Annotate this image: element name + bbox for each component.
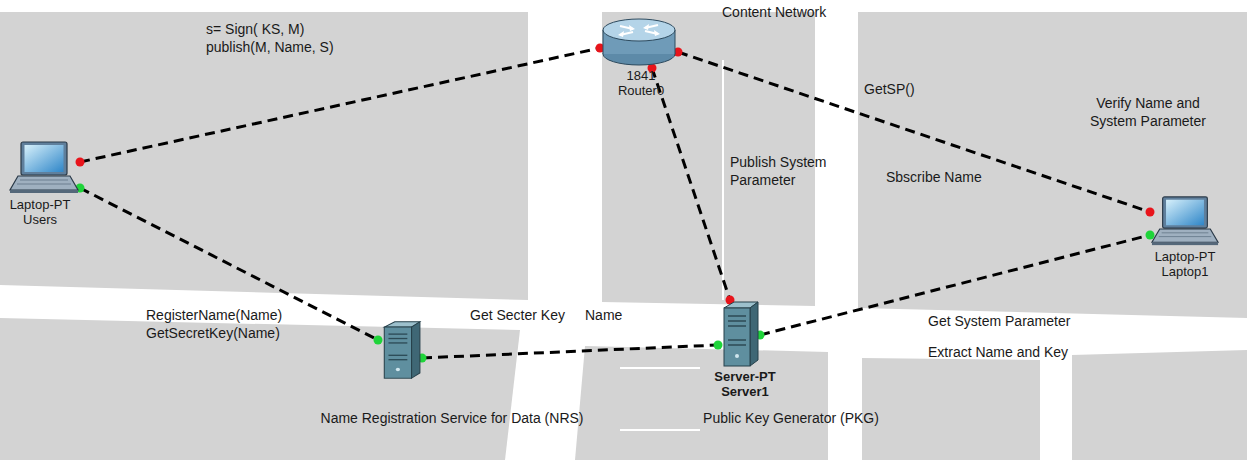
- device-label: Server-PT Server1: [706, 370, 784, 400]
- message-label: Publish System Parameter: [730, 153, 840, 189]
- city-blocks: [0, 12, 1247, 460]
- dashed-link: [80, 48, 600, 162]
- laptop-icon: [8, 140, 80, 195]
- device-label: 1841 Router0: [613, 69, 669, 99]
- dashed-link: [652, 68, 730, 300]
- router-icon: [600, 16, 678, 68]
- annotation-text: Sbscribe Name: [886, 168, 982, 186]
- dashed-link: [678, 52, 1150, 212]
- message-label: RegisterName(Name) GetSecretKey(Name): [146, 306, 296, 342]
- link-port-dot: [1146, 231, 1155, 240]
- dashed-link: [422, 345, 718, 358]
- laptop-icon: [1150, 195, 1220, 247]
- annotation-text: Content Network: [722, 3, 826, 21]
- link-port-dot: [714, 341, 723, 350]
- link-port-dot: [374, 336, 383, 345]
- device-label: Name Registration Service for Data (NRS): [321, 410, 584, 426]
- dashed-link: [760, 235, 1150, 335]
- device-label: Public Key Generator (PKG): [703, 410, 879, 426]
- router-device: 1841 Router0: [600, 16, 678, 68]
- server-device: Name Registration Service for Data (NRS): [378, 320, 422, 380]
- link-port-dot: [1146, 208, 1155, 217]
- message-label: Get System Parameter: [928, 312, 1070, 330]
- laptop-device: Laptop-PT Laptop1: [1150, 195, 1220, 247]
- device-label: Laptop-PT Laptop1: [1147, 250, 1223, 280]
- message-label: s= Sign( KS, M) publish(M, Name, S): [206, 20, 356, 56]
- annotation-text: Extract Name and Key: [928, 343, 1068, 361]
- link-port-dot: [76, 158, 85, 167]
- server-icon: [718, 300, 760, 368]
- laptop-device: Laptop-PT Users: [8, 140, 80, 195]
- server-device: Server-PT Server1Public Key Generator (P…: [718, 300, 760, 368]
- annotation-text: Name: [585, 306, 622, 324]
- message-label: GetSP(): [864, 80, 915, 98]
- device-label: Laptop-PT Users: [5, 198, 75, 228]
- message-label: Get Secter Key: [470, 306, 565, 324]
- annotation-text: Verify Name and System Parameter: [1078, 94, 1218, 130]
- server-icon: [378, 320, 422, 380]
